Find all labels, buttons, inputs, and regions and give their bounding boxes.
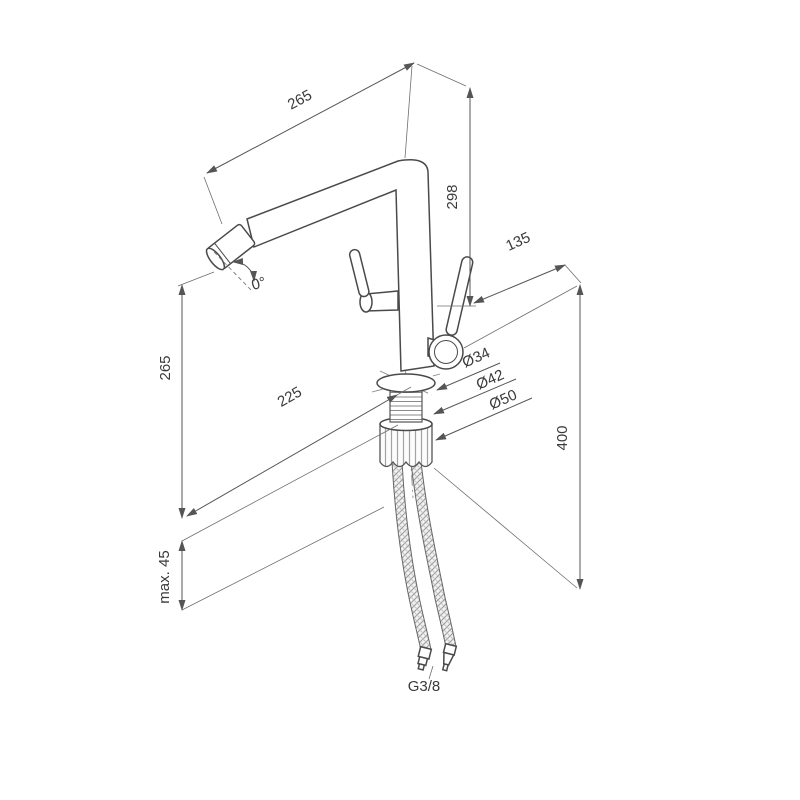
ext-line	[177, 271, 215, 287]
dimension-swivel-angle-label: 0°	[250, 274, 268, 294]
dimension-base-diameter-label: Ø50	[487, 386, 520, 413]
handle-right	[427, 256, 474, 370]
ext-line	[203, 176, 223, 225]
dimension-handle-offset-label: 135	[503, 229, 533, 255]
dimension-body-diameter-label: Ø34	[460, 344, 493, 371]
dimension-outlet-reach-label: 225	[275, 383, 305, 410]
ext-line	[181, 506, 385, 611]
hose-left-braid	[392, 457, 431, 655]
faucet	[205, 159, 474, 672]
dimension-max-counter-label: max. 45	[156, 550, 173, 603]
spout-nozzle	[205, 223, 256, 271]
hose-right-braid	[411, 457, 456, 652]
hose-end-fitting-left	[417, 645, 433, 671]
dimension-hose-thread-label: G3/8	[408, 678, 441, 695]
angle-arc	[232, 258, 258, 282]
base-escutcheon	[376, 373, 436, 393]
dimension-outlet-height-label: 265	[157, 355, 174, 380]
leader-line-dia50	[435, 397, 533, 441]
ext-line	[396, 386, 412, 396]
ext-line	[433, 467, 578, 589]
leader-line-dia42	[433, 378, 517, 415]
dimension-collar-diameter-label: Ø42	[474, 366, 507, 393]
ext-line	[181, 424, 399, 542]
flexible-hoses	[391, 456, 458, 672]
hose-end-fitting-right	[441, 642, 458, 672]
dimension-spout-height-label: 298	[444, 184, 461, 209]
dimension-total-height-label: 400	[554, 425, 571, 450]
ext-line	[463, 285, 578, 349]
leader-line-dia34	[436, 362, 501, 391]
ext-line	[564, 264, 582, 284]
dimension-line-spout-reach	[206, 62, 415, 174]
faucet-body-and-spout	[246, 159, 435, 372]
angle-reference-line	[213, 251, 253, 292]
ext-line	[428, 665, 434, 680]
dimension-spout-reach-label: 265	[285, 87, 315, 114]
dimension-line-handle-offset	[473, 264, 566, 304]
ext-line	[404, 65, 413, 159]
mounting-nut	[379, 416, 433, 468]
ext-line	[416, 63, 467, 87]
handle-left	[348, 248, 399, 313]
dimensions: 265 298 135 265 225 Ø34 Ø42 Ø50 400	[156, 62, 584, 695]
dimension-line-outlet-reach	[186, 394, 398, 517]
